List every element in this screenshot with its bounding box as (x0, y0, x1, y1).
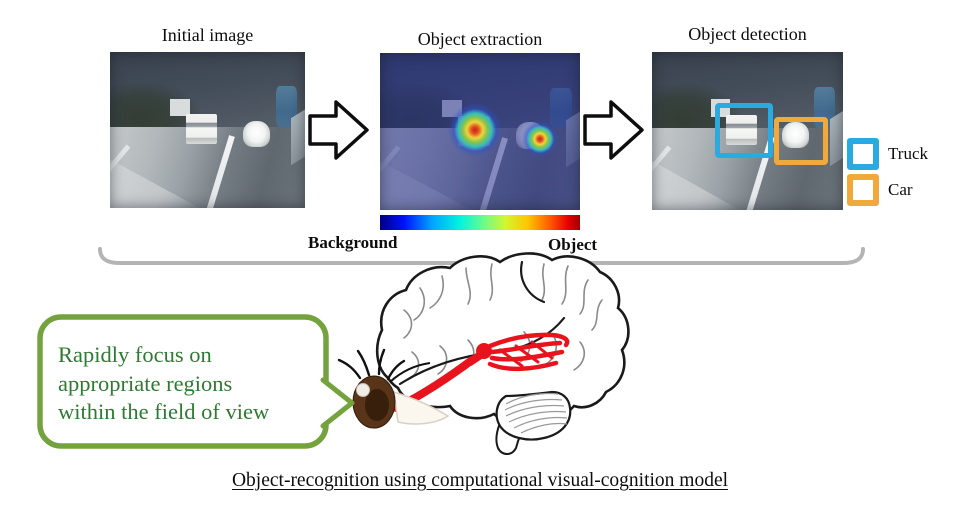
legend-label-car: Car (888, 180, 913, 199)
heat-blob-car (522, 120, 558, 157)
panel-title-initial-image: Initial image (161, 25, 254, 45)
panel-title-object-extraction: Object extraction (417, 29, 543, 49)
car-swatch-icon (847, 174, 879, 206)
figure-caption: Object-recognition using computational v… (231, 470, 729, 491)
bubble-line-2: appropriate regions (58, 370, 233, 396)
initial-road-image (110, 52, 305, 208)
eye-highlight (356, 383, 370, 397)
panel-title-object-detection: Object detection (688, 24, 807, 44)
truck-bounding-box (715, 102, 773, 159)
speech-bubble-text: Rapidly focus on appropriate regions wit… (58, 341, 328, 427)
detection-result-image (652, 52, 843, 210)
heat-blob-truck (448, 103, 502, 157)
eye-icon (337, 348, 450, 429)
colorbar-label-object: Object (548, 235, 598, 254)
truck-swatch-icon (847, 138, 879, 170)
flow-arrow-icon (308, 100, 369, 160)
truck-vehicle (726, 115, 758, 146)
speech-bubble (37, 314, 355, 449)
bubble-line-1: Rapidly focus on (58, 342, 212, 367)
car-bounding-box (774, 116, 829, 165)
legend-label-truck: Truck (888, 144, 928, 163)
flow-arrow-icon (583, 100, 644, 160)
colorbar-label-background: Background (308, 233, 398, 252)
truck-vehicle (186, 114, 218, 145)
saliency-colorbar (380, 215, 580, 230)
car-vehicle (242, 120, 270, 148)
road-sign-white (170, 98, 190, 116)
car-vehicle (781, 121, 809, 149)
cerebellum-folds (504, 392, 568, 434)
eyelid-line (389, 362, 431, 383)
legend-item-car: Car (847, 174, 913, 206)
legend-item-truck: Truck (847, 138, 928, 170)
speech-bubble-tail (320, 377, 355, 429)
eyelashes (337, 348, 406, 381)
saliency-map-image (380, 53, 580, 210)
eyeball-cone (393, 390, 450, 425)
bubble-line-3: within the field of view (58, 399, 270, 424)
